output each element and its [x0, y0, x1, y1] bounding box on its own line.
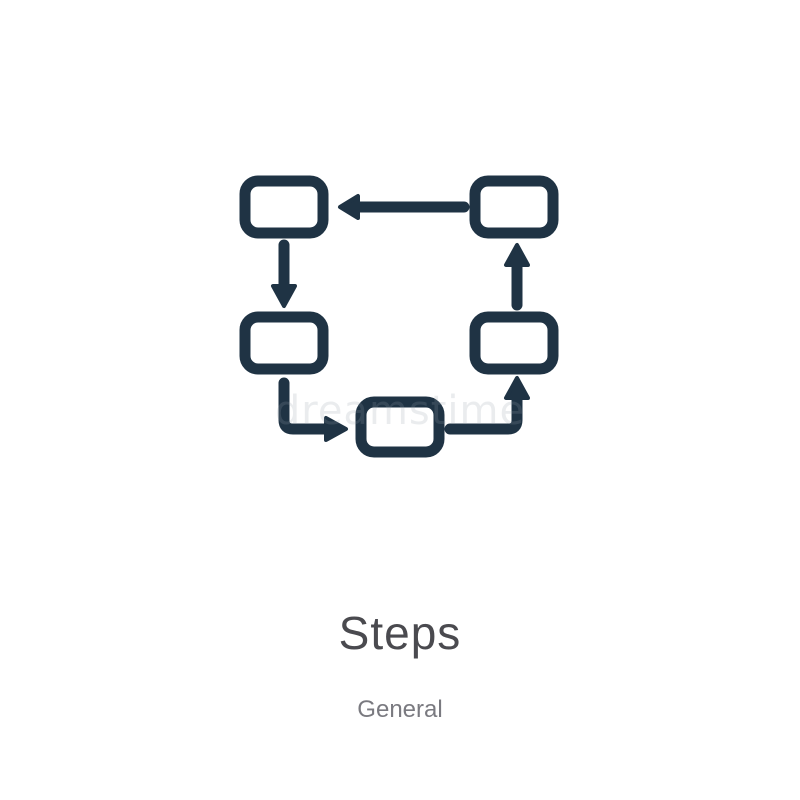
- step-box-top-left: [239, 175, 329, 239]
- arrow-head-down-icon: [271, 284, 297, 308]
- step-box-top-right: [469, 175, 559, 239]
- arrow-head-left-icon: [338, 194, 360, 220]
- connector-bottom-left: [278, 377, 336, 435]
- arrow-head-right-icon: [324, 416, 348, 442]
- connector-bottom-right: [444, 390, 523, 435]
- step-box-middle-left: [239, 311, 329, 375]
- arrow-head-up-icon: [504, 243, 530, 267]
- arrow-head-up-icon: [504, 376, 530, 400]
- step-box-middle-right: [469, 311, 559, 375]
- icon-category: General: [357, 696, 443, 723]
- step-box-bottom: [355, 396, 445, 458]
- icon-title: Steps: [338, 607, 462, 659]
